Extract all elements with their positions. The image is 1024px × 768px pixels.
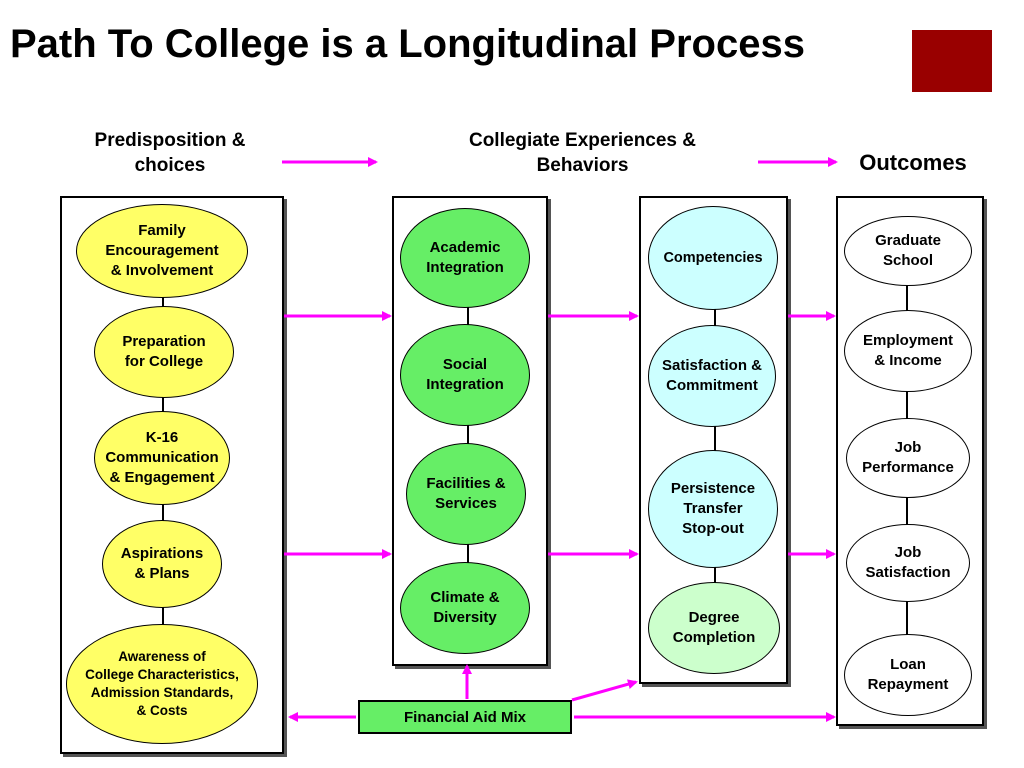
node-family-encouragement: Family Encouragement & Involvement — [76, 204, 248, 298]
node-social-integration: Social Integration — [400, 324, 530, 426]
node-academic-integration: Academic Integration — [400, 208, 530, 308]
node-competencies: Competencies — [648, 206, 778, 310]
accent-block — [912, 30, 992, 92]
node-satisfaction-commitment: Satisfaction & Commitment — [648, 325, 776, 427]
node-aspirations-plans: Aspirations & Plans — [102, 520, 222, 608]
connector-line-integration — [467, 270, 469, 610]
node-k16-communication: K-16 Communication & Engagement — [94, 411, 230, 505]
financial-aid-box: Financial Aid Mix — [358, 700, 572, 734]
node-preparation-for-college: Preparation for College — [94, 306, 234, 398]
header-collegiate-experiences: Collegiate Experiences & Behaviors — [468, 130, 697, 176]
node-graduate-school: Graduate School — [844, 216, 972, 286]
node-job-performance: Job Performance — [846, 418, 970, 498]
node-persistence-transfer: Persistence Transfer Stop-out — [648, 450, 778, 568]
node-facilities-services: Facilities & Services — [406, 443, 526, 545]
node-awareness-college: Awareness of College Characteristics, Ad… — [66, 624, 258, 744]
page-title: Path To College is a Longitudinal Proces… — [10, 22, 805, 66]
header-outcomes: Outcomes — [859, 150, 967, 175]
arrow-aid-diagonal — [571, 679, 638, 702]
node-climate-diversity: Climate & Diversity — [400, 562, 530, 654]
node-employment-income: Employment & Income — [844, 310, 972, 392]
node-degree-completion: Degree Completion — [648, 582, 780, 674]
header-predisposition: Predisposition & choices — [94, 130, 246, 176]
node-job-satisfaction: Job Satisfaction — [846, 524, 970, 602]
node-loan-repayment: Loan Repayment — [844, 634, 972, 716]
